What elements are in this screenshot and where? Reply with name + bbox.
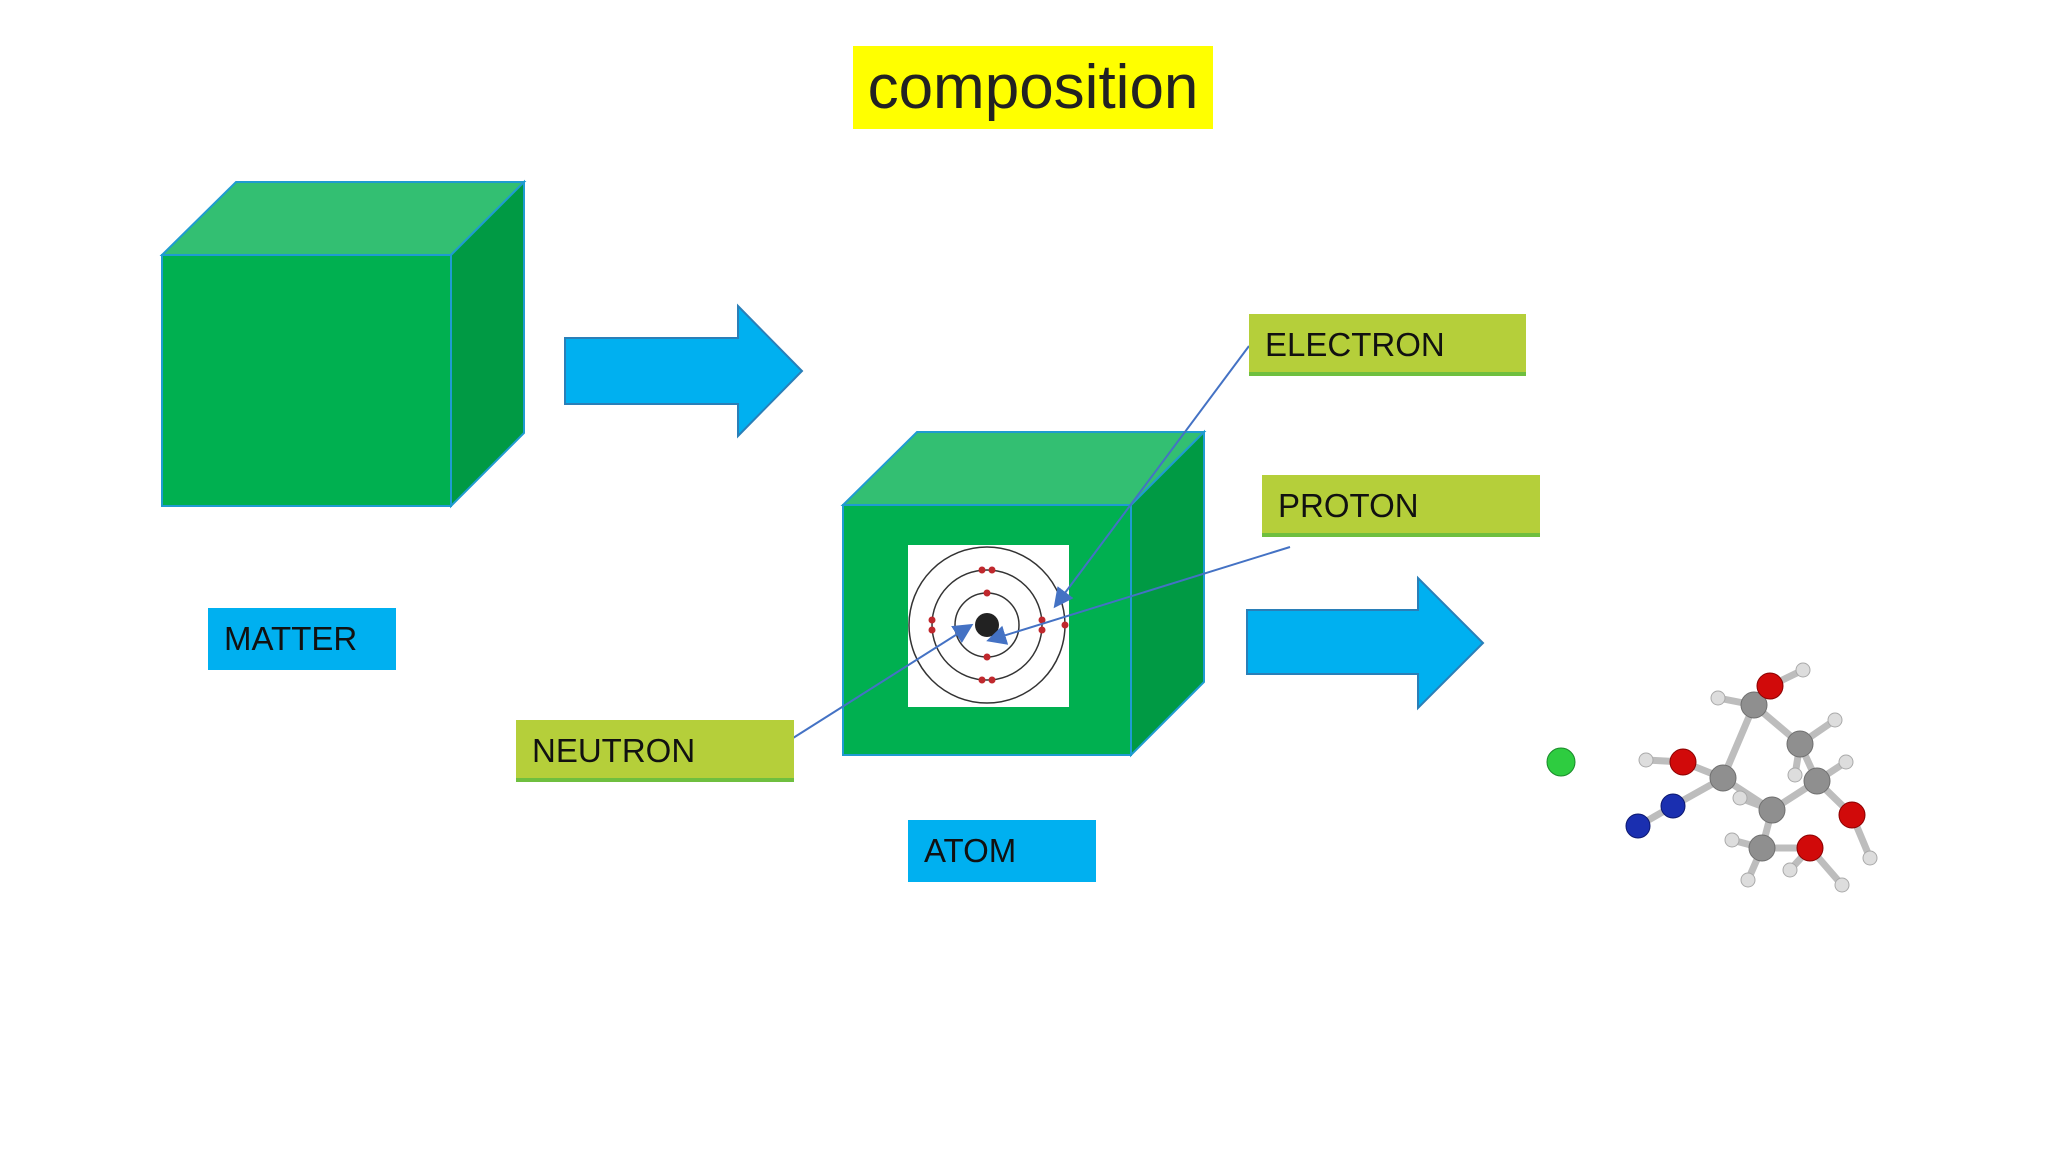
- ball-and-stick-molecule-icon: [1546, 662, 1878, 893]
- matter-label: MATTER: [208, 608, 396, 670]
- neutron-pointer-line: [781, 623, 974, 746]
- electron-label: ELECTRON: [1249, 314, 1526, 376]
- proton-pointer-line: [986, 546, 1291, 645]
- neutron-label: NEUTRON: [516, 720, 794, 782]
- proton-label: PROTON: [1262, 475, 1540, 537]
- atom-label: ATOM: [908, 820, 1096, 882]
- right-arrow-icon-2: [1246, 575, 1485, 711]
- slide-title: composition: [853, 46, 1213, 129]
- bohr-atom-icon: [908, 545, 1069, 707]
- electron-pointer-line: [1053, 345, 1250, 609]
- matter-cube: [159, 179, 527, 509]
- right-arrow-icon: [564, 303, 804, 439]
